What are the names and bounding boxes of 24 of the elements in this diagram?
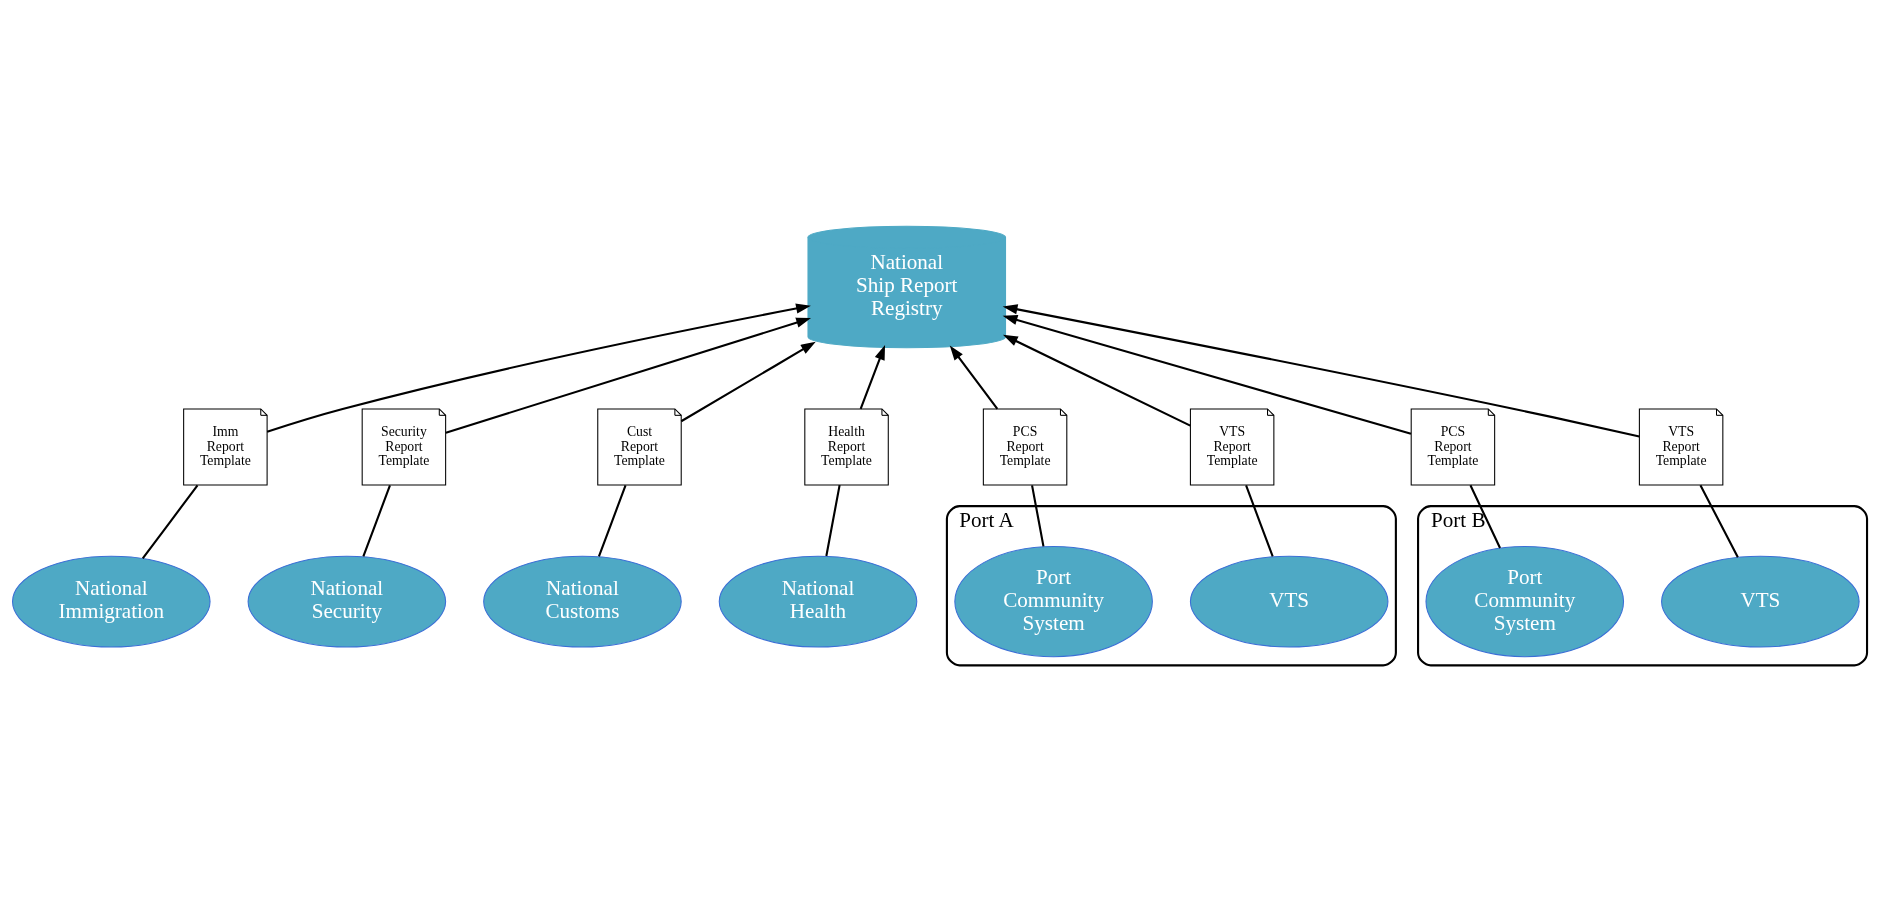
connector — [825, 484, 841, 556]
node-ellipse: National Customs — [483, 555, 682, 648]
connector — [1469, 484, 1501, 548]
node-ellipse: National Health — [718, 555, 918, 648]
arrow — [445, 317, 811, 434]
connector — [1699, 484, 1739, 558]
arrow — [1002, 303, 1640, 437]
connector — [141, 484, 199, 559]
node-ellipse: Port Community System — [1425, 545, 1625, 657]
connector — [362, 484, 391, 557]
node-ellipse: National Immigration — [12, 555, 211, 648]
node-ellipse: VTS — [1661, 555, 1860, 648]
arrow — [680, 341, 816, 422]
arrow — [1002, 334, 1191, 427]
connector — [597, 484, 627, 557]
node-ellipse: National Security — [247, 555, 447, 648]
node-ellipse: VTS — [1189, 555, 1389, 648]
connector — [1031, 484, 1045, 547]
connector — [1245, 484, 1274, 557]
arrow — [1002, 314, 1412, 435]
arrow — [266, 302, 811, 433]
arrow — [949, 344, 999, 410]
node-ellipse: Port Community System — [954, 545, 1153, 657]
arrow — [859, 344, 886, 409]
